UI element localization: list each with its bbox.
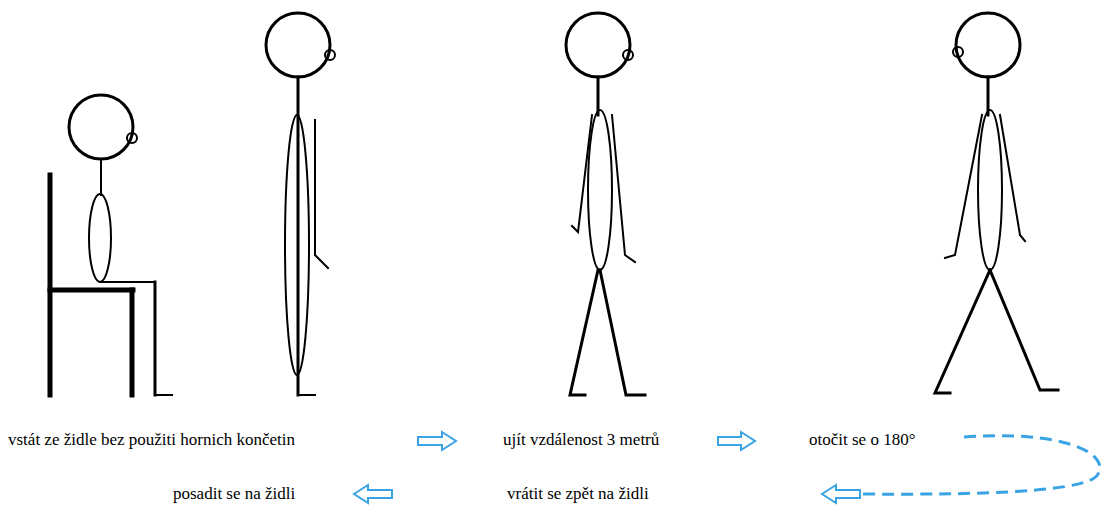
thigh bbox=[100, 281, 155, 283]
body bbox=[89, 194, 111, 282]
standing-figure bbox=[266, 13, 335, 395]
head bbox=[566, 13, 630, 77]
body bbox=[285, 115, 309, 375]
seated-figure bbox=[50, 95, 172, 395]
step-label: ujít vzdálenost 3 metrů bbox=[503, 430, 659, 450]
head bbox=[69, 95, 133, 159]
arm bbox=[612, 115, 635, 262]
foot bbox=[155, 394, 172, 396]
chair-back bbox=[48, 175, 53, 395]
leg bbox=[935, 270, 990, 393]
hollow-arrow bbox=[718, 432, 755, 450]
arm bbox=[1000, 115, 1025, 241]
arm bbox=[315, 120, 328, 268]
leg bbox=[600, 270, 645, 395]
hollow-arrow bbox=[418, 432, 456, 450]
chair-seat bbox=[50, 288, 133, 293]
neck bbox=[100, 159, 102, 195]
body bbox=[978, 110, 1002, 270]
arm bbox=[572, 115, 592, 232]
arm bbox=[945, 115, 982, 258]
leg bbox=[990, 270, 1058, 390]
body-line bbox=[297, 77, 300, 395]
leg bbox=[570, 270, 598, 395]
step-label: vrátit se zpět na židli bbox=[507, 484, 649, 504]
body bbox=[588, 110, 612, 270]
head bbox=[266, 13, 330, 77]
head bbox=[956, 13, 1020, 77]
hollow-arrow bbox=[822, 485, 860, 503]
ear bbox=[127, 133, 137, 143]
ear bbox=[953, 47, 963, 57]
step-label: otočit se o 180° bbox=[809, 430, 915, 450]
turning-figure bbox=[935, 13, 1058, 393]
step-label: posadit se na židli bbox=[173, 484, 295, 504]
chair-leg bbox=[130, 290, 135, 395]
walking-figure bbox=[566, 13, 645, 395]
ear bbox=[325, 50, 335, 60]
leg bbox=[154, 282, 157, 395]
ear bbox=[623, 50, 633, 60]
step-label: vstát ze židle bez použiti hornich konče… bbox=[8, 430, 295, 450]
foot bbox=[298, 394, 315, 396]
hollow-arrow bbox=[354, 485, 392, 503]
